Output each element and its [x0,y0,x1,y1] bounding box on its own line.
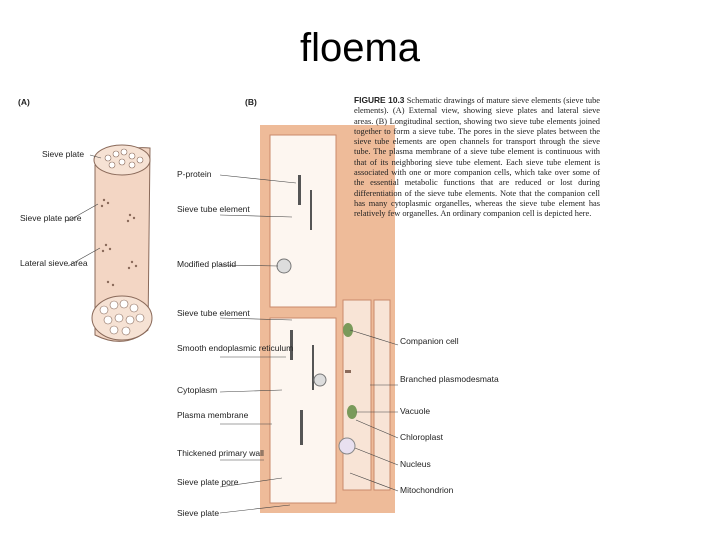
slide-title: floema [299,26,421,70]
label-sieve-plate-pore-a: Sieve plate pore [20,213,82,223]
label-smooth-er: Smooth endoplasmic reticulum [177,343,293,353]
label-sieve-plate-b: Sieve plate [177,508,219,518]
caption-label: FIGURE 10.3 [354,95,405,105]
caption-text: Schematic drawings of mature sieve eleme… [354,96,600,219]
label-modified-plastid: Modified plastid [177,259,236,269]
panel-a-label: (A) [18,97,30,107]
sieve-element-external-view [67,144,153,342]
label-sieve-tube-element-2: Sieve tube element [177,308,250,318]
label-cytoplasm: Cytoplasm [177,385,217,395]
label-sieve-plate-a: Sieve plate [42,149,84,159]
figure-caption: FIGURE 10.3 Schematic drawings of mature… [354,95,600,220]
label-p-protein: P-protein [177,169,212,179]
label-vacuole: Vacuole [400,406,430,416]
panel-b-label: (B) [245,97,257,107]
label-companion-cell: Companion cell [400,336,459,346]
callout-lines [219,174,399,514]
label-nucleus: Nucleus [400,459,431,469]
label-mitochondrion: Mitochondrion [400,485,454,495]
label-lateral-sieve-area: Lateral sieve area [20,258,88,268]
label-thickened-primary-wall: Thickened primary wall [177,448,264,458]
label-plasma-membrane: Plasma membrane [177,410,249,420]
label-sieve-plate-pore-b: Sieve plate pore [177,477,239,487]
label-chloroplast: Chloroplast [400,432,444,442]
sieve-tube-longitudinal-section [260,125,395,513]
label-branched-plasmodesmata: Branched plasmodesmata [400,374,499,384]
label-sieve-tube-element-1: Sieve tube element [177,204,250,214]
